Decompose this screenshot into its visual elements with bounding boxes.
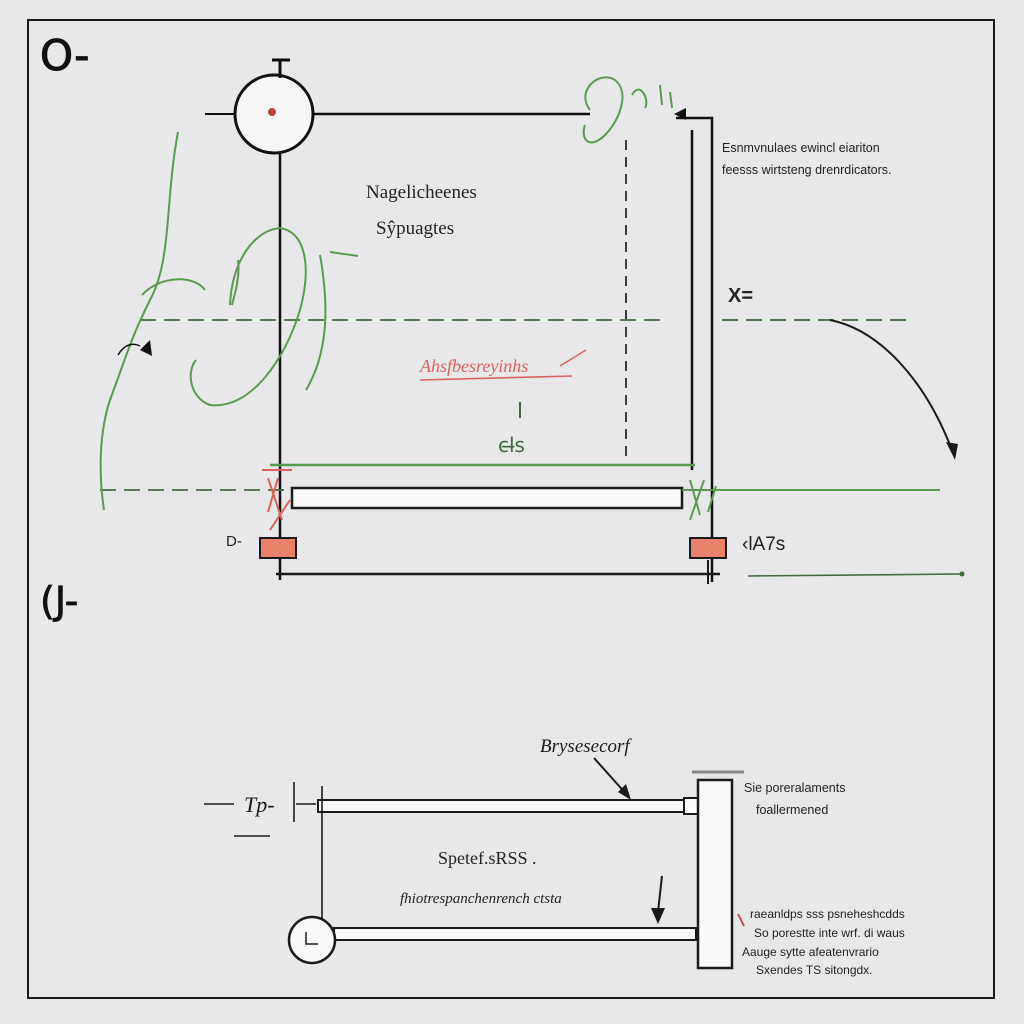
right-curve-arrow [829, 319, 953, 451]
callout-arrowhead [618, 784, 631, 800]
vertical-post [696, 778, 734, 970]
lower-right-leader [747, 573, 963, 577]
corner-mark: O- [40, 31, 89, 80]
bottom-diagram: Brysesecorf Tp- Sie poreralaments foalle… [204, 736, 905, 977]
right-support-hatch [682, 479, 730, 521]
green-hook-scribble [582, 76, 673, 144]
center-line-1: Spetef.sRSS . [438, 848, 537, 868]
top-callout: Brysesecorf [540, 736, 632, 757]
wheel-circle [287, 915, 337, 965]
left-arrow-mark [140, 340, 152, 356]
title-line-1: Nagelicheenes [366, 182, 477, 203]
middle-mark: (J- [40, 579, 78, 623]
page-frame [27, 19, 995, 999]
right-note-line-1: Sie poreralaments [744, 781, 845, 795]
annotation-line-1: Esnmvnulaes ewincl eiariton [722, 141, 880, 155]
pulley-center [268, 108, 276, 116]
bottom-note-line-2: So porestte inte wrf. di waus [754, 926, 905, 940]
title-line-2: Sŷpuagtes [376, 218, 454, 239]
left-support-hatch [262, 469, 292, 531]
leader-end-dot [959, 571, 965, 577]
top-diagram: O- [40, 31, 965, 584]
bottom-note-line-1: raeanldps sss psneheshcdds [750, 907, 905, 921]
bottom-note-tick [737, 913, 745, 927]
red-note: Ahsfbesreyinhs [419, 356, 528, 376]
upper-bar-end [683, 797, 699, 815]
down-arrow-head [651, 908, 665, 924]
upper-bar [317, 799, 687, 813]
bottom-note-line-3: Aauge sytte afeatenvrario [742, 945, 879, 959]
x-label: X= [728, 285, 753, 307]
right-vertical-frame [676, 116, 714, 582]
wheel-mark [305, 932, 318, 945]
annotation-line-2: feesss wirtsteng drenrdicators. [722, 163, 892, 177]
main-beam [290, 486, 684, 510]
right-support [689, 537, 727, 559]
right-note-line-2: foallermened [756, 803, 828, 817]
right-top-arrow [674, 108, 686, 120]
bottom-note-line-4: Sxendes TS sitongdx. [756, 963, 873, 977]
left-small-tick [117, 343, 141, 356]
red-note-underline [419, 349, 587, 381]
lower-bar [333, 927, 697, 941]
right-curve-arrowhead [946, 442, 958, 460]
down-arrow-shaft [657, 875, 663, 913]
left-support [259, 537, 297, 559]
center-line-2: fhiotrespanchenrench ctsta [400, 891, 562, 907]
left-label: Tp- [244, 792, 275, 817]
small-label: cl̶s [498, 433, 525, 457]
right-support-label: ‹lA7s [742, 534, 785, 555]
green-scribble-left [99, 131, 359, 511]
left-support-label: D- [226, 533, 242, 550]
